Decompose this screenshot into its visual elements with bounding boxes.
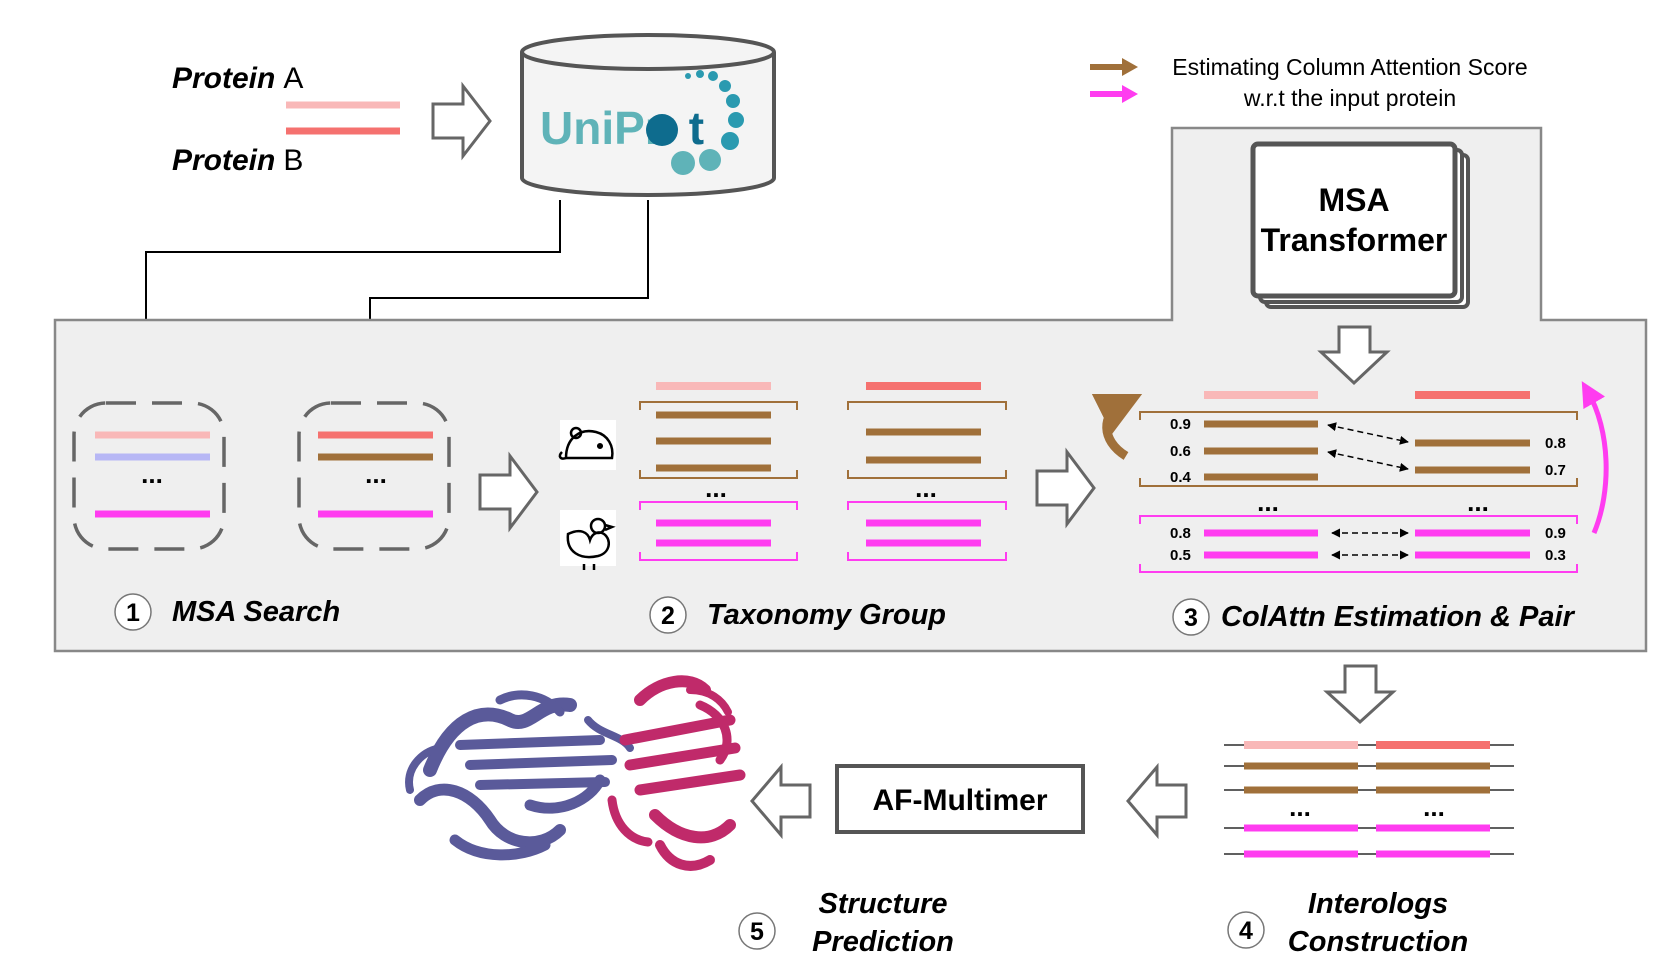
msa-transformer-line-1: MSA — [1318, 182, 1389, 218]
svg-text:5: 5 — [750, 918, 764, 946]
flow-arrow-to-database — [431, 81, 492, 161]
interologs: ... ... — [1224, 741, 1514, 858]
score-magenta-right-1: 0.9 — [1545, 525, 1566, 542]
duck-icon — [566, 517, 616, 570]
svg-text:...: ... — [141, 459, 163, 489]
svg-text:...: ... — [705, 473, 727, 503]
step-4-label: 4 Interologs Construction — [1227, 888, 1468, 958]
score-magenta-right-2: 0.3 — [1545, 547, 1566, 564]
score-brown-right-1: 0.8 — [1545, 435, 1566, 452]
flow-arrow-transformer-down — [1317, 325, 1391, 386]
svg-text:...: ... — [915, 473, 937, 503]
svg-text:...: ... — [1257, 487, 1279, 517]
svg-text:4: 4 — [1239, 917, 1253, 945]
attention-scores: 0.9 0.6 0.4 0.8 0.7 0.8 0.5 0.9 0.3 — [1170, 416, 1566, 564]
score-magenta-left-2: 0.5 — [1170, 547, 1191, 564]
svg-text:...: ... — [1467, 487, 1489, 517]
legend-magenta-arrow-icon — [1090, 85, 1138, 103]
taxonomy-icons — [558, 420, 616, 570]
score-brown-left-2: 0.6 — [1170, 443, 1191, 460]
predicted-structure-image — [405, 675, 746, 871]
score-brown-right-2: 0.7 — [1545, 462, 1566, 479]
svg-text:...: ... — [1423, 792, 1445, 822]
legend: Estimating Column Attention Score w.r.t … — [1090, 54, 1528, 111]
flow-arrow-step3-to-step4 — [1323, 664, 1397, 725]
flow-arrow-step2-to-step3 — [1035, 447, 1096, 529]
chain-a-cartoon — [405, 690, 634, 861]
svg-text:...: ... — [365, 459, 387, 489]
flow-arrow-af-to-structure — [750, 762, 812, 840]
legend-line-2: w.r.t the input protein — [1243, 85, 1456, 111]
step-3-label: 3 ColAttn Estimation & Pair — [1172, 598, 1576, 636]
taxonomy-column-b: ... — [847, 382, 1007, 561]
uniprot-logo-o — [646, 114, 678, 146]
svg-text:Prediction: Prediction — [812, 926, 954, 958]
step-5-label: 5 Structure Prediction — [738, 888, 954, 958]
af-multimer-box: AF-Multimer — [835, 764, 1085, 834]
svg-text:ColAttn Estimation & Pair: ColAttn Estimation & Pair — [1221, 601, 1576, 633]
svg-text:Construction: Construction — [1288, 926, 1468, 958]
colattn-pairing: ... ... 0.9 0.6 0.4 0.8 0.7 0.8 0.5 0.9 … — [1091, 381, 1609, 573]
svg-text:AF-Multimer: AF-Multimer — [873, 784, 1048, 817]
svg-text:Interologs: Interologs — [1308, 888, 1448, 920]
flow-arrow-step4-to-af — [1126, 762, 1188, 840]
legend-line-1: Estimating Column Attention Score — [1172, 54, 1527, 80]
svg-text:2: 2 — [661, 602, 675, 630]
svg-text:1: 1 — [126, 599, 140, 627]
pipeline-panel — [53, 126, 1648, 653]
taxonomy-column-a: ... — [639, 382, 798, 561]
svg-text:Structure: Structure — [819, 888, 948, 920]
magenta-curved-arrow-icon — [1581, 381, 1609, 534]
msa-transformer-line-2: Transformer — [1261, 222, 1448, 258]
msa-box-b: ... — [297, 401, 451, 551]
mouse-icon — [558, 426, 614, 460]
msa-box-a: ... — [72, 401, 226, 551]
svg-text:3: 3 — [1184, 604, 1198, 632]
legend-brown-arrow-icon — [1090, 58, 1138, 76]
score-magenta-left-1: 0.8 — [1170, 525, 1191, 542]
msa-transformer-box: MSA Transformer — [1250, 141, 1470, 309]
svg-text:...: ... — [1289, 792, 1311, 822]
step-2-label: 2 Taxonomy Group — [649, 596, 946, 634]
score-brown-left-3: 0.4 — [1170, 469, 1192, 486]
score-brown-left-1: 0.9 — [1170, 416, 1191, 433]
brown-curved-arrow-icon — [1091, 393, 1143, 460]
svg-text:MSA Search: MSA Search — [172, 596, 340, 628]
chain-b-cartoon — [607, 675, 746, 871]
step-1-label: 1 MSA Search — [114, 593, 340, 631]
flow-arrow-step1-to-step2 — [478, 451, 539, 533]
uniprot-logo-dots — [671, 70, 744, 175]
svg-text:Taxonomy Group: Taxonomy Group — [707, 599, 946, 631]
